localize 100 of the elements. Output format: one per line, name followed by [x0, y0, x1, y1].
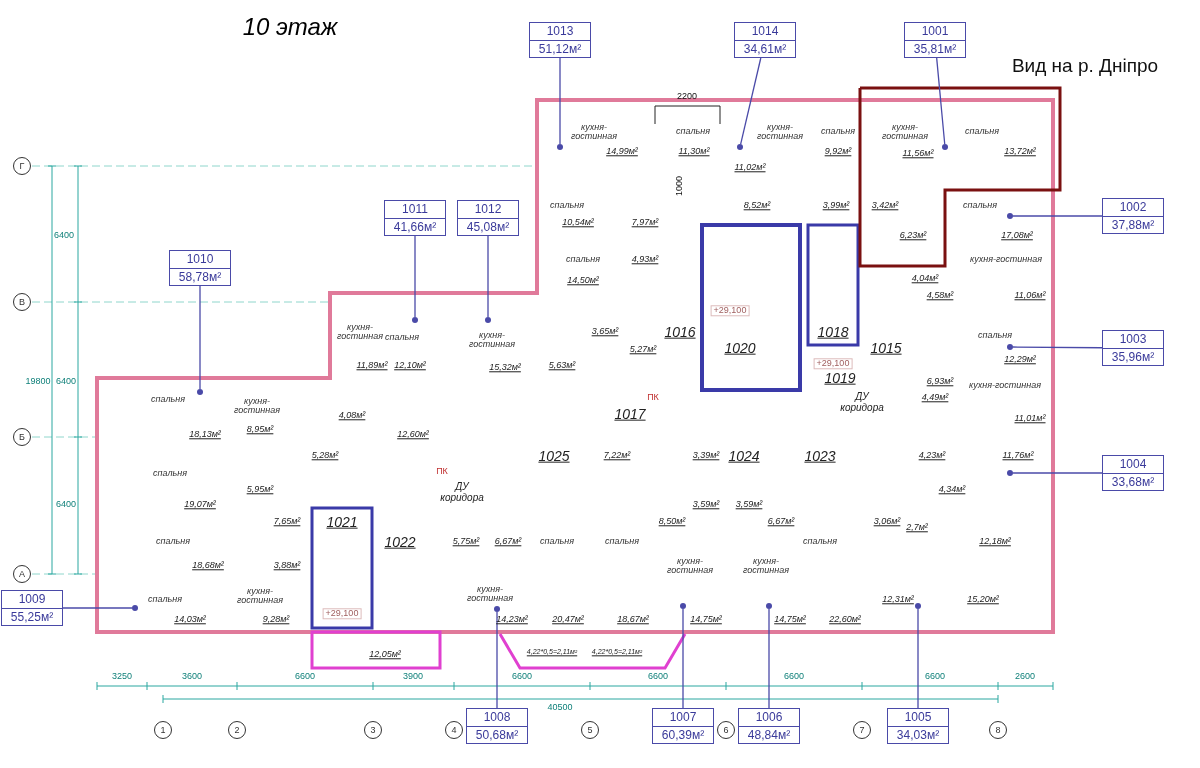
apartment-number: 1014	[750, 23, 780, 40]
room-name: спальня	[676, 127, 710, 137]
room-area: 12,31м²	[882, 595, 914, 605]
room-name: кухня-гостинная	[968, 381, 1042, 391]
room-area: 22,60м²	[829, 615, 861, 625]
apartment-number: 1009	[17, 591, 47, 608]
apartment-callout	[887, 708, 949, 744]
room-name: спальня	[156, 537, 190, 547]
room-area: 5,75м²	[452, 537, 480, 547]
leader-line	[62, 607, 133, 609]
room-name: кухня-гостинная	[755, 122, 805, 142]
room-name: спальня	[550, 201, 584, 211]
apartment-area: 35,96м²	[1103, 348, 1163, 366]
apartment-number: 1006	[754, 709, 784, 726]
dimension-text: 6400	[54, 231, 74, 241]
room-area: 14,03м²	[174, 615, 206, 625]
apartment-area: 37,88м²	[1103, 216, 1163, 234]
room-area: 14,99м²	[606, 147, 638, 157]
dimension-text: 19800	[25, 377, 51, 387]
room-area: 6,93м²	[926, 377, 954, 387]
leader-line	[917, 608, 919, 709]
room-area: 12,10м²	[394, 361, 426, 371]
unit-number: 1023	[804, 448, 836, 464]
room-area: 12,60м²	[397, 430, 429, 440]
room-name: спальня	[385, 333, 419, 343]
apartment-callout	[457, 200, 519, 236]
leader-dot	[132, 605, 138, 611]
room-area: 8,50м²	[658, 517, 686, 527]
dimension-text: 40500	[547, 703, 573, 713]
leader-dot	[1007, 470, 1013, 476]
room-area: 12,18м²	[979, 537, 1011, 547]
apartment-callout	[1, 590, 63, 626]
room-area: 4,08м²	[338, 411, 366, 421]
leader-line	[682, 608, 684, 709]
apartment-callout	[529, 22, 591, 58]
apartment-number: 1011	[401, 201, 429, 218]
room-name: спальня	[803, 537, 837, 547]
unit-number: 1017	[614, 406, 646, 422]
room-name: кухня-гостинная	[665, 556, 715, 576]
leader-line	[1012, 346, 1103, 349]
apartment-area: 50,68м²	[467, 726, 527, 744]
room-name: кухня-гостинная	[232, 396, 282, 416]
apartment-callout	[466, 708, 528, 744]
apartment-area: 58,78м²	[170, 268, 230, 286]
dimension-text: 3600	[182, 672, 202, 682]
room-area: 3,59м²	[735, 500, 763, 510]
room-name: спальня	[566, 255, 600, 265]
unit-number: 1024	[728, 448, 760, 464]
room-area: 5,27м²	[629, 345, 657, 355]
leader-line	[1012, 215, 1103, 217]
dimension-text: 3250	[112, 672, 132, 682]
room-name: спальня	[978, 331, 1012, 341]
room-name: кухня-гостинная	[465, 584, 515, 604]
room-area: 4,58м²	[926, 291, 954, 301]
apartment-number: 1013	[545, 23, 575, 40]
apartment-callout	[169, 250, 231, 286]
unit-number: 1018	[817, 324, 849, 340]
apartment-number: 1002	[1118, 199, 1148, 216]
leader-line	[936, 57, 946, 145]
room-name: спальня	[153, 469, 187, 479]
room-area: 9,92м²	[824, 147, 852, 157]
leader-dot	[942, 144, 948, 150]
leader-line	[199, 285, 201, 390]
leader-dot	[494, 606, 500, 612]
room-area: 14,23м²	[496, 615, 528, 625]
room-area: 18,67м²	[617, 615, 649, 625]
apartment-area: 51,12м²	[530, 40, 590, 58]
room-area: 14,75м²	[690, 615, 722, 625]
leader-dot	[915, 603, 921, 609]
dimension-text: 2600	[1015, 672, 1035, 682]
room-name: спальня	[963, 201, 997, 211]
room-name: спальня	[540, 537, 574, 547]
apartment-callout	[652, 708, 714, 744]
apartment-number: 1010	[185, 251, 215, 268]
room-area: 3,99м²	[822, 201, 850, 211]
leader-line	[740, 57, 762, 145]
dimension-text: 6600	[784, 672, 804, 682]
apartment-callout	[738, 708, 800, 744]
apartment-area: 55,25м²	[2, 608, 62, 626]
room-area: 11,30м²	[678, 147, 710, 157]
leader-dot	[197, 389, 203, 395]
equipment-note: ДУ коридора	[439, 481, 485, 503]
equipment-mark: ПК	[647, 393, 659, 403]
room-area: 3,42м²	[871, 201, 899, 211]
room-area: 11,56м²	[902, 149, 934, 159]
leader-line	[496, 611, 498, 709]
apartment-number: 1005	[903, 709, 933, 726]
unit-number: 1015	[870, 340, 902, 356]
room-name: кухня-гостинная	[569, 122, 619, 142]
apartment-area: 33,68м²	[1103, 473, 1163, 491]
room-area: 7,65м²	[273, 517, 301, 527]
leader-dot	[485, 317, 491, 323]
room-area: 11,76м²	[1002, 451, 1034, 461]
room-area: 7,97м²	[631, 218, 659, 228]
unit-number: 1021	[326, 514, 358, 530]
room-area: 15,20м²	[967, 595, 999, 605]
room-area: 6,67м²	[767, 517, 795, 527]
room-area: 20,47м²	[552, 615, 584, 625]
room-area: 12,05м²	[369, 650, 401, 660]
room-area: 4,49м²	[921, 393, 949, 403]
